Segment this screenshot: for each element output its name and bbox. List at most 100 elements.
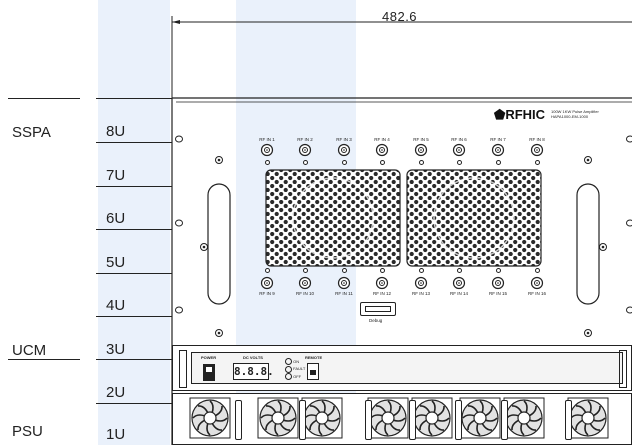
mounting-holes-left bbox=[175, 135, 183, 314]
coax-connector-icon bbox=[491, 276, 505, 290]
status-leds: ON FAULT OFF bbox=[285, 358, 305, 381]
power-label: POWER bbox=[201, 355, 217, 360]
rf-input-label: RF IN 9 bbox=[259, 291, 275, 296]
rf-input-connector[interactable] bbox=[414, 143, 428, 157]
debug-label: Debug bbox=[369, 318, 383, 323]
rf-input-connector[interactable] bbox=[298, 143, 312, 157]
coax-connector-icon bbox=[337, 276, 351, 290]
unit-label-2u: 2U bbox=[106, 384, 126, 401]
rf-input-label: RF IN 6 bbox=[451, 137, 467, 142]
cooling-fan-icon bbox=[567, 397, 609, 439]
unit-rule bbox=[96, 142, 172, 143]
group-divider bbox=[8, 98, 80, 99]
coax-connector-icon bbox=[298, 276, 312, 290]
rf-input-connector[interactable] bbox=[491, 276, 505, 290]
rf-input-label: RF IN 1 bbox=[259, 137, 275, 142]
unit-label-5u: 5U bbox=[106, 254, 126, 271]
rf-input-connector[interactable] bbox=[375, 276, 389, 290]
rf-input-connector[interactable] bbox=[337, 143, 351, 157]
coax-connector-icon bbox=[452, 276, 466, 290]
rf-input-label: RF IN 15 bbox=[488, 291, 507, 296]
led-indicator-icon bbox=[285, 358, 292, 366]
rf-input-connector[interactable] bbox=[530, 143, 544, 157]
coax-connector-icon bbox=[375, 276, 389, 290]
rf-input-connector[interactable] bbox=[491, 143, 505, 157]
unit-label-4u: 4U bbox=[106, 297, 126, 314]
rf-input-label: RF IN 4 bbox=[374, 137, 390, 142]
rf-input-connector[interactable] bbox=[452, 276, 466, 290]
rf-input-connector[interactable] bbox=[260, 276, 274, 290]
cooling-fan-icon bbox=[367, 397, 409, 439]
model-text: 100W 1KW Pulse Amplifier HAPA1000-EM-100… bbox=[551, 109, 599, 119]
psu-module-handle[interactable] bbox=[299, 400, 306, 440]
rf-input-connector[interactable] bbox=[298, 276, 312, 290]
group-label-ucm: UCM bbox=[12, 342, 47, 359]
fan-grille-right bbox=[406, 169, 542, 267]
rf-input-label: RF IN 2 bbox=[297, 137, 313, 142]
rf-connector-screw bbox=[303, 160, 308, 165]
unit-rule bbox=[96, 229, 172, 230]
rf-input-label: RF IN 10 bbox=[295, 291, 314, 296]
background-band-left bbox=[98, 0, 170, 445]
coax-connector-icon bbox=[337, 143, 351, 157]
panel-screws bbox=[200, 156, 607, 337]
rf-connector-screw bbox=[457, 268, 462, 273]
rf-input-label: RF IN 11 bbox=[335, 291, 353, 296]
rf-input-connector[interactable] bbox=[260, 143, 274, 157]
logo-mark-icon: ⬟ bbox=[494, 107, 506, 122]
psu-module-handle[interactable] bbox=[409, 400, 416, 440]
rf-connector-screw bbox=[457, 160, 462, 165]
rf-input-label: RF IN 7 bbox=[490, 137, 506, 142]
psu-module-handle[interactable] bbox=[501, 400, 508, 440]
psu-module-handle[interactable] bbox=[565, 400, 572, 440]
psu-module-handle[interactable] bbox=[235, 400, 242, 440]
cooling-fan-icon bbox=[257, 397, 299, 439]
led-indicator-icon bbox=[285, 365, 292, 373]
psu-panel bbox=[172, 393, 632, 445]
unit-label-1u: 1U bbox=[106, 426, 126, 443]
rf-input-label: RF IN 13 bbox=[411, 291, 430, 296]
rf-connector-screw bbox=[419, 160, 424, 165]
rf-connector-screw bbox=[265, 268, 270, 273]
rf-connector-screw bbox=[380, 160, 385, 165]
left-handle bbox=[207, 183, 231, 305]
cooling-fan-icon bbox=[503, 397, 545, 439]
right-handle bbox=[576, 183, 600, 305]
rf-input-label: RF IN 5 bbox=[413, 137, 429, 142]
cooling-fan-icon bbox=[189, 397, 231, 439]
rf-input-connector[interactable] bbox=[337, 276, 351, 290]
rf-connector-screw bbox=[419, 268, 424, 273]
coax-connector-icon bbox=[414, 276, 428, 290]
coax-connector-icon bbox=[260, 276, 274, 290]
group-label-psu: PSU bbox=[12, 423, 43, 440]
cooling-fan-icon bbox=[459, 397, 501, 439]
rf-input-connector[interactable] bbox=[452, 143, 466, 157]
unit-label-3u: 3U bbox=[106, 341, 126, 358]
cooling-fan-icon bbox=[301, 397, 343, 439]
rf-connector-screw bbox=[380, 268, 385, 273]
power-switch[interactable] bbox=[203, 364, 215, 381]
unit-rule bbox=[96, 98, 172, 99]
led-indicator-icon bbox=[285, 373, 292, 381]
rf-input-connector[interactable] bbox=[375, 143, 389, 157]
unit-label-6u: 6U bbox=[106, 210, 126, 227]
rf-input-label: RF IN 3 bbox=[336, 137, 352, 142]
rf-input-connector[interactable] bbox=[530, 276, 544, 290]
group-divider bbox=[8, 359, 80, 360]
voltage-display: 8.8.8. bbox=[233, 363, 274, 380]
coax-connector-icon bbox=[298, 143, 312, 157]
remote-switch-label: REMOTE bbox=[305, 355, 323, 360]
rf-input-connector[interactable] bbox=[414, 276, 428, 290]
psu-module-handle[interactable] bbox=[455, 400, 462, 440]
debug-port[interactable] bbox=[360, 302, 396, 316]
dc-volts-label: DC VOLTS bbox=[243, 355, 263, 360]
coax-connector-icon bbox=[260, 143, 274, 157]
remote-switch[interactable] bbox=[307, 363, 319, 380]
psu-module-handle[interactable] bbox=[365, 400, 372, 440]
mounting-holes-right bbox=[626, 135, 632, 314]
unit-rule bbox=[96, 186, 172, 187]
rf-input-label: RF IN 14 bbox=[449, 291, 468, 296]
rf-input-label: RF IN 16 bbox=[527, 291, 546, 296]
rf-connector-screw bbox=[303, 268, 308, 273]
